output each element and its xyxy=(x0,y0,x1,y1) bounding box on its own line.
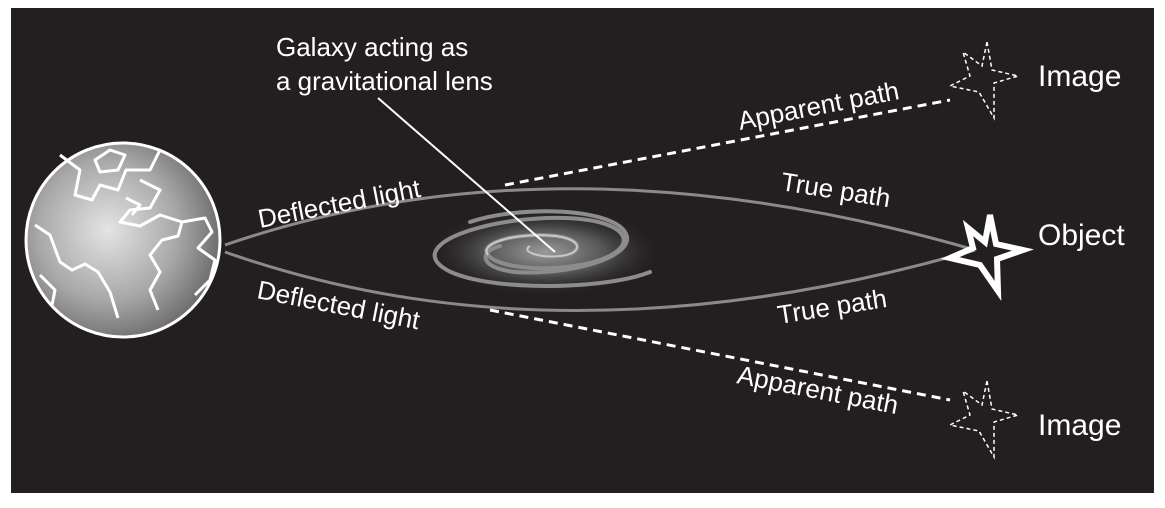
upper-deflected-light-path xyxy=(224,187,976,252)
lower-image-label: Image xyxy=(1038,409,1121,442)
lens-label-line-1: Galaxy acting as xyxy=(276,32,468,62)
lens-pointer-line xyxy=(377,97,556,253)
lower-apparent-path-line xyxy=(489,308,951,402)
spiral-galaxy-icon xyxy=(425,207,665,297)
upper-apparent-path-line xyxy=(504,98,951,187)
lens-label-line-2: a gravitational lens xyxy=(276,66,493,96)
lower-deflected-light-path xyxy=(224,248,976,312)
object-label: Object xyxy=(1038,219,1125,252)
upper-image-label: Image xyxy=(1038,60,1121,93)
star-outline-icon xyxy=(940,214,1034,302)
earth-globe-icon xyxy=(24,141,222,339)
